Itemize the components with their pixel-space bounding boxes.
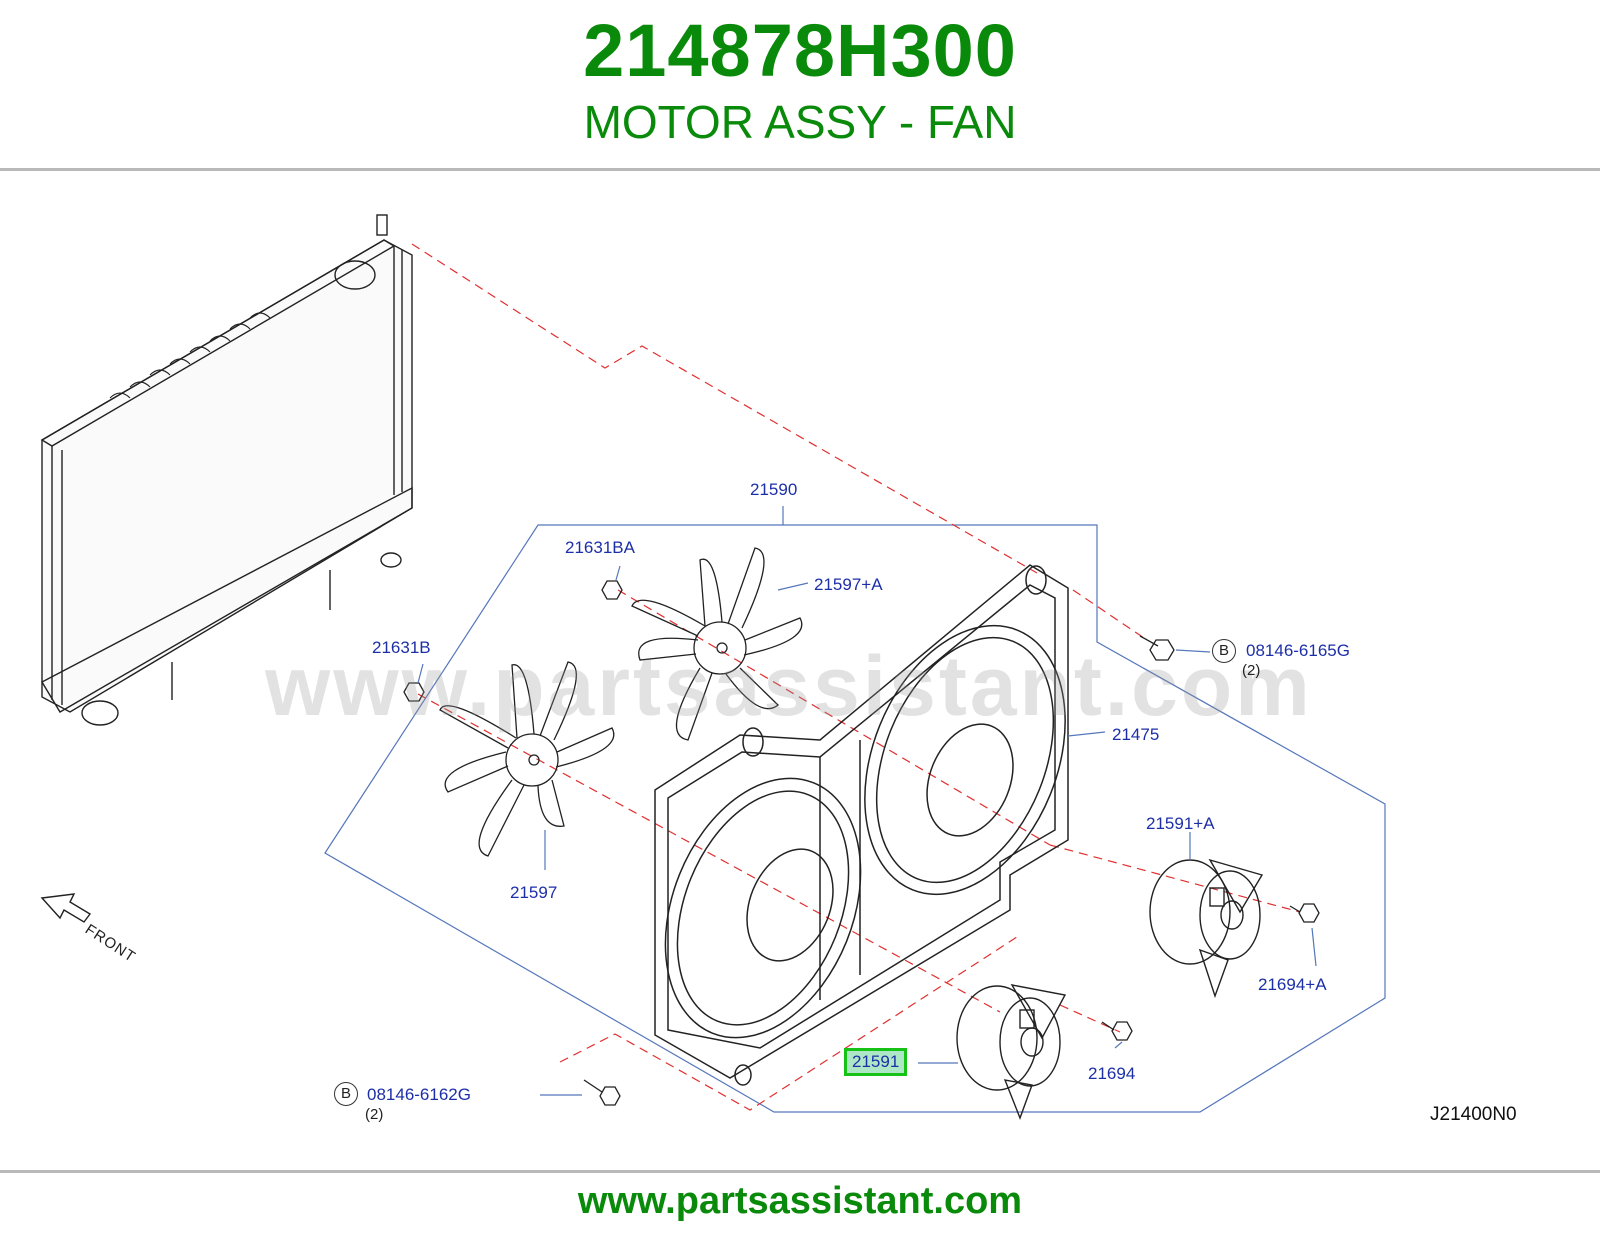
nut-parts — [403, 580, 623, 702]
bolt-parts — [583, 635, 1320, 1106]
fan-blade-lower — [439, 661, 615, 857]
callout-21631B[interactable]: 21631B — [372, 638, 431, 657]
fan-blade-upper — [631, 547, 803, 741]
callout-21597[interactable]: 21597 — [510, 883, 558, 902]
assembly-group-outline — [324, 524, 1386, 1113]
callout-21475[interactable]: 21475 — [1112, 725, 1160, 744]
parts-diagram — [40, 214, 1386, 1120]
callout-21631BA[interactable]: 21631BA — [565, 538, 635, 557]
front-arrow-icon — [40, 893, 92, 923]
fan-motor-right — [1149, 858, 1264, 999]
header-divider — [0, 168, 1600, 171]
diagram-id: J21400N0 — [1430, 1104, 1517, 1125]
callout-21694[interactable]: 21694 — [1088, 1064, 1136, 1083]
part-name-subtitle: MOTOR ASSY - FAN — [583, 96, 1017, 148]
footer-url-link[interactable]: www.partsassistant.com — [577, 1180, 1023, 1222]
callout-21591-A[interactable]: 21591+A — [1146, 814, 1215, 833]
fan-shroud-drawing — [654, 564, 1069, 1086]
qty-top: (2) — [1242, 662, 1261, 679]
callout-08146-6162G[interactable]: 08146-6162G — [367, 1085, 471, 1104]
bolt-marker-bottom: B — [334, 1082, 358, 1106]
callout-leaders — [417, 565, 1317, 1096]
part-number-title: 214878H300 — [583, 9, 1017, 92]
footer-divider — [0, 1170, 1600, 1173]
radiator-drawing — [40, 214, 413, 726]
callout-21694-A[interactable]: 21694+A — [1258, 975, 1327, 994]
callout-21591-highlighted[interactable]: 21591 — [844, 1048, 908, 1076]
fan-motor-left — [956, 984, 1067, 1120]
callout-21590[interactable]: 21590 — [750, 480, 798, 499]
watermark-text: www.partsassistant.com — [265, 639, 1313, 733]
callout-21597-A[interactable]: 21597+A — [814, 575, 883, 594]
callout-08146-6165G[interactable]: 08146-6165G — [1246, 641, 1350, 660]
qty-bottom: (2) — [365, 1106, 384, 1123]
bolt-marker-top: B — [1212, 639, 1236, 663]
